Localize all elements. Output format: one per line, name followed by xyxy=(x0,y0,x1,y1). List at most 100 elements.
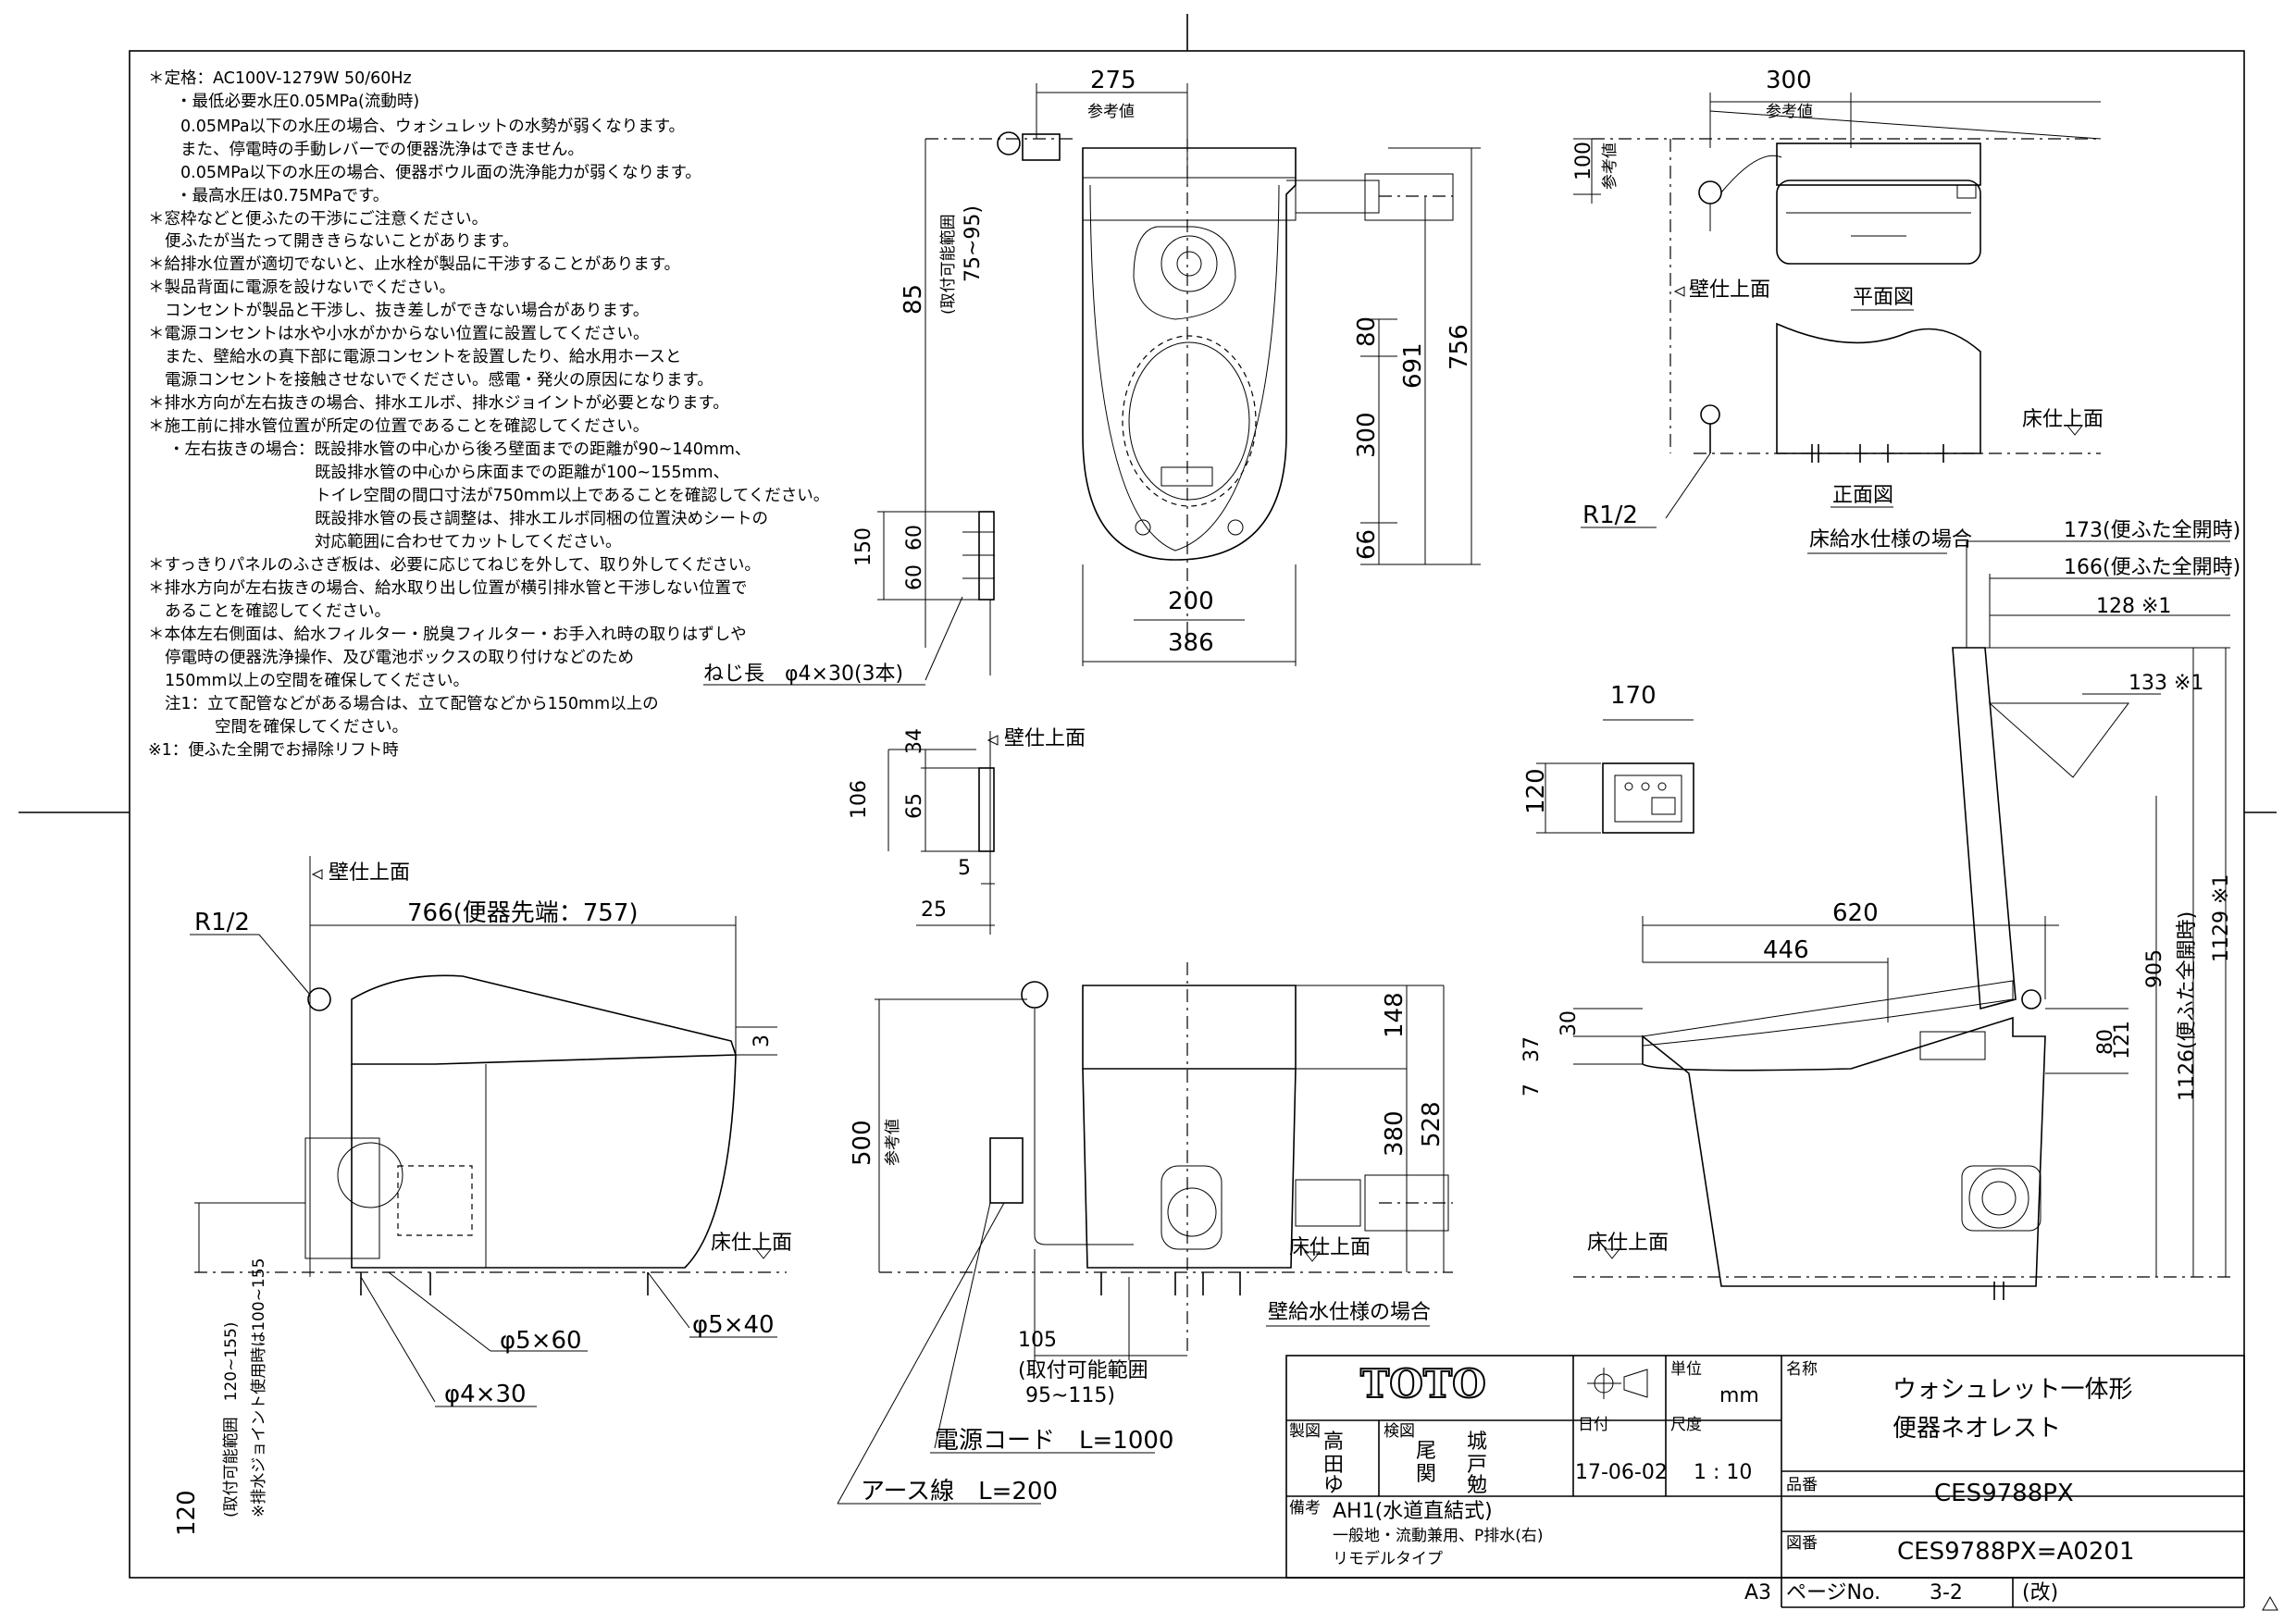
checker-name: 戸 xyxy=(1467,1454,1487,1477)
drafter-name: ゆ xyxy=(1323,1474,1344,1497)
note-line: ＊排水方向が左右抜きの場合、排水エルボ、排水ジョイントが必要となります。 xyxy=(148,394,729,413)
toilet-top-outline xyxy=(1082,147,1297,561)
dim-120: 120 xyxy=(1522,768,1550,814)
plan-view-label: 平面図 xyxy=(1853,286,1914,309)
note-line: トイレ空間の間口寸法が750mm以上であることを確認してください。 xyxy=(315,487,829,505)
dim-60: 60 xyxy=(903,525,926,551)
note-line: 既設排水管の長さ調整は、排水エルボ同梱の位置決めシートの xyxy=(315,510,768,528)
remark-line: リモデルタイプ xyxy=(1333,1549,1443,1568)
revision-triangle-icon xyxy=(2262,1595,2278,1611)
power-plug xyxy=(989,1137,1024,1204)
unit-label: 単位 xyxy=(1670,1360,1702,1379)
dim-905: 905 xyxy=(2143,949,2166,988)
note-line: ＊給排水位置が適切でないと、止水栓が製品に干渉することがあります。 xyxy=(148,255,680,274)
page-number: 3-2 xyxy=(1930,1581,1963,1604)
power-cord-note: 電源コード L=1000 xyxy=(935,1427,1173,1455)
note-line: ・最低必要水圧0.05MPa(流動時) xyxy=(176,93,419,111)
dim-120: 120 xyxy=(173,1490,201,1536)
note-line: 空間を確保してください。 xyxy=(215,718,408,737)
product-name-line2: 便器ネオレスト xyxy=(1893,1415,2061,1443)
drafter-name: 田 xyxy=(1323,1454,1344,1477)
dim-133: 133 ※1 xyxy=(2128,672,2203,695)
dim-30: 30 xyxy=(1558,1010,1581,1036)
dim-528: 528 xyxy=(1418,1101,1446,1147)
revision-label: (改) xyxy=(2022,1581,2058,1604)
dim-756: 756 xyxy=(1446,324,1473,370)
note-line: 対応範囲に合わせてカットしてください。 xyxy=(315,533,621,551)
date-label: 日付 xyxy=(1578,1416,1609,1434)
screw-phi5x60: φ5×60 xyxy=(500,1327,582,1355)
toilet-side-outline-left xyxy=(351,974,738,1065)
dim-80: 80 xyxy=(2094,1029,2117,1055)
note-line: 注1：立て配管などがある場合は、立て配管などから150mm以上の xyxy=(165,695,659,713)
wall-supply-label: 壁給水仕様の場合 xyxy=(1268,1301,1431,1324)
remark-line: 一般地・流動兼用、P排水(右) xyxy=(1333,1527,1544,1545)
notes-block: ＊定格：AC100V-1279W 50/60Hz ・最低必要水圧0.05MPa(… xyxy=(148,69,829,760)
dim-386: 386 xyxy=(1168,629,1214,657)
dim-5: 5 xyxy=(958,857,971,880)
plan-seat-outline xyxy=(1776,180,1981,265)
remarks-label: 備考 xyxy=(1289,1499,1321,1518)
dim-1126: 1126(便ふた全開時) xyxy=(2176,911,2199,1101)
dim-691: 691 xyxy=(1399,342,1427,389)
note-line: 電源コンセントを接触させないでください。感電・発火の原因になります。 xyxy=(165,371,714,390)
range-label: (取付可能範囲 xyxy=(939,214,958,315)
note-line: 便ふたが当たって開ききらないことがあります。 xyxy=(165,232,518,251)
dim-275: 275 xyxy=(1090,67,1136,94)
checker-name: 勉 xyxy=(1467,1474,1487,1497)
dim-200: 200 xyxy=(1168,588,1214,615)
note-line: ＊排水方向が左右抜きの場合、給水取り出し位置が横引排水管と干渉しない位置で xyxy=(148,579,748,598)
dim-128: 128 ※1 xyxy=(2096,595,2171,618)
unit-value: mm xyxy=(1719,1384,1759,1407)
floor-finish-label: 床仕上面 xyxy=(711,1232,792,1255)
note-line: ＊電源コンセントは水や小水がかからない位置に設置してください。 xyxy=(148,325,649,343)
top-view: 275 参考値 80 300 66 691 xyxy=(703,67,1481,686)
note-line: コンセントが製品と干渉し、抜き差しができない場合があります。 xyxy=(165,302,649,320)
remote-control xyxy=(1602,762,1694,834)
screw-phi5x40: φ5×40 xyxy=(692,1311,775,1339)
toilet-side-outline-right xyxy=(1642,1016,2046,1287)
wall-finish-label: 壁仕上面 xyxy=(1689,279,1770,302)
r12-label: R1/2 xyxy=(1582,502,1638,529)
checker-name: 城 xyxy=(1467,1431,1487,1454)
dim-60: 60 xyxy=(903,564,926,590)
note-line: ＊定格：AC100V-1279W 50/60Hz xyxy=(148,69,412,88)
dim-166: 166(便ふた全開時) xyxy=(2064,556,2240,579)
toilet-front-outline xyxy=(1082,1068,1297,1269)
dim-25: 25 xyxy=(921,898,947,922)
note-line: あることを確認してください。 xyxy=(165,602,391,621)
title-block: TOTO 単位 mm 名称 ウォシュレット一体形 便器ネオレスト 製図 高 田 … xyxy=(1285,1355,2245,1608)
dim-300: 300 xyxy=(1766,67,1812,94)
range-value: 75~95) xyxy=(962,205,985,282)
checker-name: 尾 xyxy=(1416,1440,1436,1463)
dim-7: 7 xyxy=(1520,1084,1544,1096)
dim-100: 100 xyxy=(1572,142,1595,180)
checker-label: 検図 xyxy=(1384,1422,1415,1441)
drawing-no-label: 図番 xyxy=(1786,1534,1818,1553)
floor-finish-label: 床仕上面 xyxy=(2022,408,2104,431)
dim-66: 66 xyxy=(1353,529,1381,560)
drawing-number: CES9788PX=A0201 xyxy=(1897,1538,2134,1566)
dim-3: 3 xyxy=(751,1035,774,1047)
dim-ref-label: 参考値 xyxy=(884,1119,902,1166)
note-line: 停電時の便器洗浄操作、及び電池ボックスの取り付けなどのため xyxy=(165,649,634,667)
range-label: ※排水ジョイント使用時は100~155 xyxy=(249,1258,268,1518)
note-line: また、停電時の手動レバーでの便器洗浄はできません。 xyxy=(180,141,584,159)
note-line: 150mm以上の空間を確保してください。 xyxy=(165,672,469,690)
note-line: ※1：便ふた全開でお掃除リフト時 xyxy=(148,741,399,760)
product-name-line1: ウォシュレット一体形 xyxy=(1893,1376,2132,1404)
scale-label: 尺度 xyxy=(1670,1416,1702,1434)
dim-446: 446 xyxy=(1763,936,1809,964)
dim-380: 380 xyxy=(1381,1110,1409,1157)
dim-37: 37 xyxy=(1520,1036,1544,1062)
dim-500: 500 xyxy=(849,1120,876,1166)
model-number: CES9788PX xyxy=(1934,1480,2074,1507)
checker-name: 関 xyxy=(1416,1463,1436,1486)
range-value: 95~115) xyxy=(1025,1384,1115,1407)
remark-line: AH1(水道直結式) xyxy=(1333,1500,1493,1523)
plan-front-view: 300 参考値 100 参考値 壁仕上面 平面図 R1/2 床仕上面 xyxy=(1572,67,2104,529)
floor-finish-label: 床仕上面 xyxy=(1289,1236,1371,1259)
toto-logo: TOTO xyxy=(1360,1361,1486,1406)
front-view-label: 正面図 xyxy=(1832,484,1893,507)
